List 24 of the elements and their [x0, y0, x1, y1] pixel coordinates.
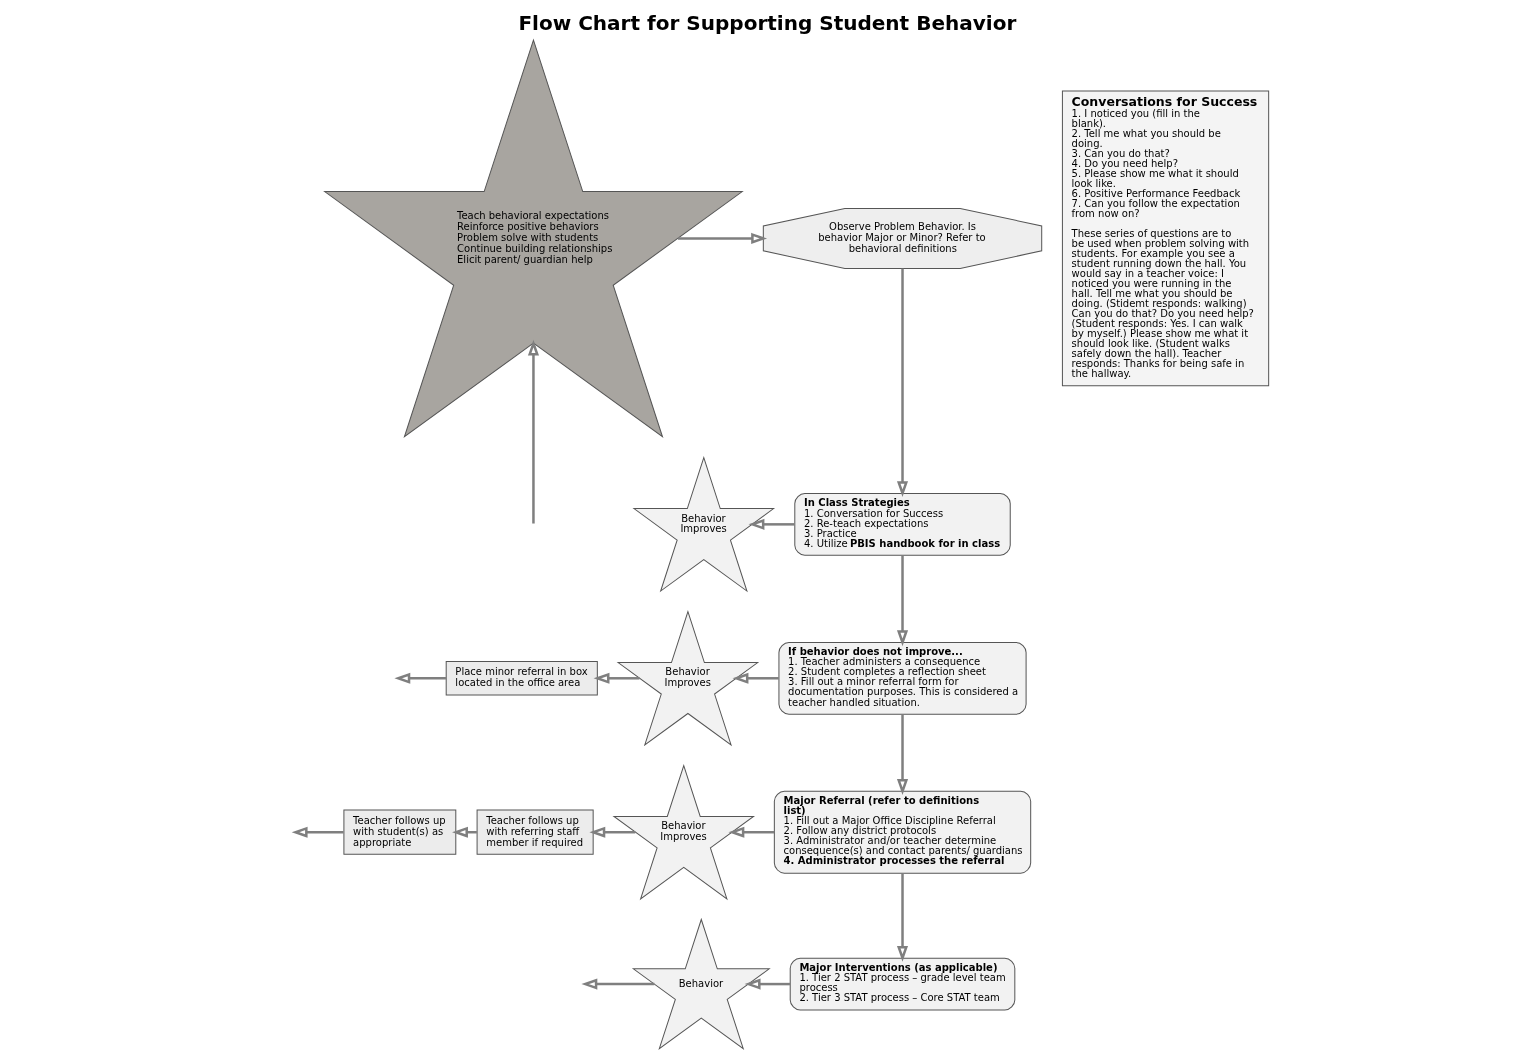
- node-box: Teacher follows up with student(s) as appropriate: [343, 809, 457, 855]
- node-box: Major Interventions (as applicable) 1. Tier 2 STAT process – grade level team process 2. Tier 3 STAT process – Core STAT team: [789, 957, 1016, 1011]
- diagram-title: Flow Chart for Supporting Student Behavior: [518, 11, 1017, 36]
- arrow: [748, 518, 795, 530]
- node-box: If behavior does not improve... 1. Teacher administers a consequence 2. Student completes a reflection sheet 3. Fill out a minor referral form for documentation purposes. This is considered a teacher handled situation.: [778, 641, 1027, 715]
- arrow: [896, 555, 909, 647]
- arrow: [394, 672, 446, 684]
- arrow: [291, 826, 344, 838]
- node-box: In Class Strategies 1. Conversation for Success 2. Re-teach expectations 3. Practice 4. Utilize PBIS handbook for in class: [794, 492, 1011, 556]
- node-box: Teacher follows up with referring staff member if required: [476, 809, 594, 855]
- arrow: [589, 826, 636, 838]
- arrow: [896, 873, 909, 962]
- arrow: [732, 672, 779, 684]
- arrow: [896, 714, 909, 795]
- arrow: [527, 339, 539, 524]
- arrow: [896, 268, 909, 498]
- node-box: Place minor referral in box located in the office area: [445, 661, 598, 696]
- arrow: [581, 978, 655, 990]
- arrow: [678, 232, 768, 244]
- node-box: Major Referral (refer to definitions list) 1. Fill out a Major Office Discipline Referral 2. Follow any district protocols 3. Administrator and/or teacher determine consequence(s) and contact parents/ guardians 4. Administrator processes the referral: [773, 790, 1032, 874]
- arrow: [728, 826, 775, 838]
- arrow: [744, 978, 790, 990]
- node-box: Conversations for Success 1. I noticed you (fill in the blank). 2. Tell me what you should be doing. 3. Can you do that? 4. Do you need help? 5. Please show me what it should look like. 6. Positive Performance Feedback 7. Can you follow the expectation from now on? These series of questions are to be used when problem solving with students. For example you see a student running down the hall. You would say in a teacher voice: I noticed you were running in the hall. Tell me what you should be doing. (Stidemt responds: walking) Can you do that? Do you need help? (Student responds: Yes. I can walk by myself.) Please show me what it should look like. (Student walks safely down the hall). Teacher responds: Thanks for being safe in the hallway.: [1061, 90, 1270, 387]
- arrow: [593, 672, 640, 684]
